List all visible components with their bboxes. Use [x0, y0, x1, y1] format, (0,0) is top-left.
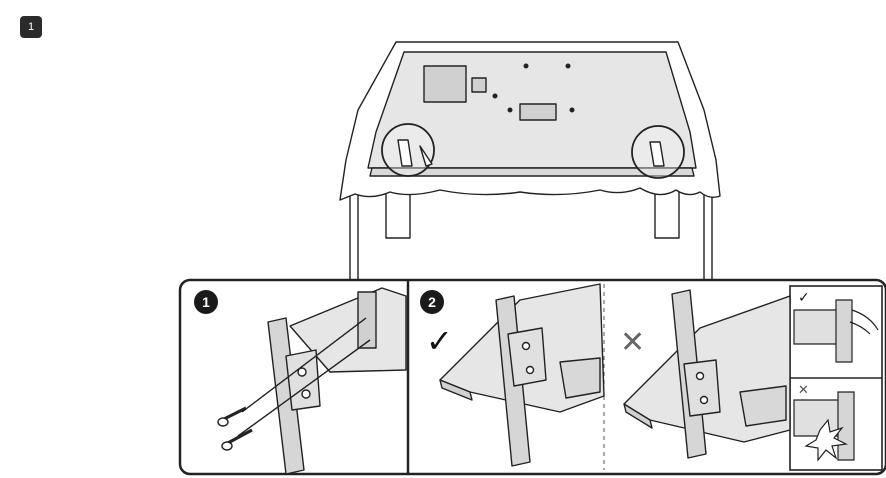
panel-2-number: 2 — [428, 294, 436, 310]
inset-incorrect-x-icon: ✕ — [798, 383, 809, 398]
collision-burst-icon — [804, 418, 848, 462]
panel-2-correct-illustration — [439, 283, 605, 467]
inset-correct-closeup — [793, 299, 879, 363]
panel-1-screws-illustration — [217, 287, 407, 475]
inset-correct-check-icon: ✓ — [798, 290, 810, 306]
step-number-badge: 1 — [20, 16, 42, 38]
inset-incorrect-closeup — [793, 391, 855, 462]
table-legs — [349, 180, 713, 282]
tv-on-table-illustration — [339, 41, 721, 282]
panel-2-incorrect-illustration — [623, 289, 791, 459]
panel-1-number-badge: 1 — [194, 290, 218, 314]
incorrect-x-icon: ✕ — [620, 325, 645, 360]
panel-2-number-badge: 2 — [420, 290, 444, 314]
panel-1-number: 1 — [202, 294, 210, 310]
correct-check-icon: ✓ — [426, 322, 453, 360]
